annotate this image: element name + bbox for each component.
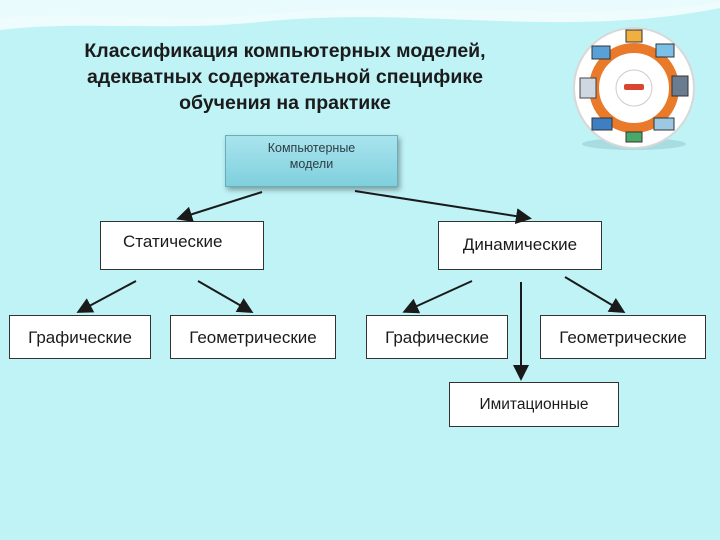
title-line-1: Классификация компьютерных моделей, (84, 40, 486, 62)
node-static-label: Статические (123, 232, 223, 251)
node-dynamic-graphic-label: Графические (385, 328, 489, 347)
node-static-graphic-label: Графические (28, 328, 132, 347)
node-static-graphic: Графические (9, 315, 151, 359)
arrow-dynamic-to-geometric (564, 276, 626, 314)
root-node-computer-models: Компьютерные модели (225, 135, 398, 187)
slide-title: Классификация компьютерных моделей, адек… (20, 38, 550, 116)
node-dynamic-simulation: Имитационные (449, 382, 619, 427)
node-static: Статические (100, 221, 264, 270)
arrow-root-to-static (176, 191, 263, 222)
root-node-label-line-2: модели (289, 157, 334, 171)
arrow-root-to-dynamic (354, 190, 532, 225)
computer-devices-collage-icon (570, 26, 698, 154)
arrow-dynamic-to-graphic (402, 280, 473, 314)
node-dynamic: Динамические (438, 221, 602, 270)
node-dynamic-simulation-label: Имитационные (479, 396, 589, 413)
node-dynamic-geometric-label: Геометрические (559, 328, 687, 347)
node-dynamic-label: Динамические (462, 235, 578, 254)
title-line-3: обучения на практике (179, 92, 391, 114)
node-static-geometric: Геометрические (170, 315, 336, 359)
title-line-2: адекватных содержательной специфике (87, 66, 483, 88)
node-static-geometric-label: Геометрические (189, 328, 317, 347)
arrow-static-to-geometric (197, 280, 254, 313)
root-node-label-line-1: Компьютерные (267, 141, 356, 155)
arrow-static-to-graphic (76, 280, 137, 313)
node-dynamic-geometric: Геометрические (540, 315, 706, 359)
node-dynamic-graphic: Графические (366, 315, 508, 359)
